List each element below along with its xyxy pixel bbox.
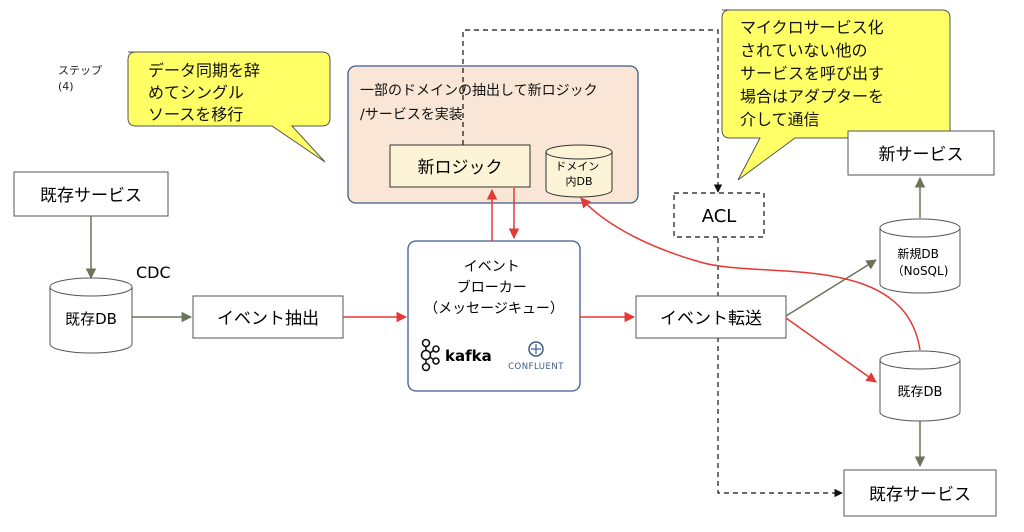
callout-right-line: マイクロサービス化 xyxy=(740,18,884,37)
existing-db-left-label: 既存DB xyxy=(65,310,117,328)
acl-box[interactable] xyxy=(673,192,765,238)
callout-right-line: されていない他の xyxy=(740,41,868,60)
domain-db-label-line: ドメイン xyxy=(555,160,599,173)
event-transfer-label: イベント転送 xyxy=(660,309,762,329)
domain-db-label: ドメイン 内DB xyxy=(555,160,603,188)
arrow-transfer-to-existing-db xyxy=(785,317,877,383)
confluent-logo-icon xyxy=(528,341,544,357)
broker-label-line: （メッセージキュー） xyxy=(424,301,564,317)
step-label: ステップ (4) xyxy=(58,64,106,93)
callout-left-text: データ同期を辞 めてシングル ソースを移行 xyxy=(148,61,265,124)
new-service-box[interactable] xyxy=(847,130,995,176)
event-extract-label: イベント抽出 xyxy=(217,309,319,329)
new-db-cylinder[interactable] xyxy=(879,218,961,294)
existing-db-right-cylinder[interactable] xyxy=(879,350,961,422)
domain-db-cylinder[interactable] xyxy=(545,144,613,198)
arrow-transfer-to-new-db xyxy=(785,259,877,317)
new-db-label-line: （NoSQL) xyxy=(892,264,949,278)
domain-db-label-line: 内DB xyxy=(565,174,592,188)
new-logic-label: 新ロジック xyxy=(418,158,503,178)
event-extract-box[interactable] xyxy=(192,295,344,339)
new-logic-box[interactable] xyxy=(389,144,531,188)
step-label-line: (4) xyxy=(58,80,74,93)
existing-service-top-box[interactable] xyxy=(13,171,169,217)
callout-left-line: ソースを移行 xyxy=(148,105,243,124)
new-db-label: 新規DB （NoSQL) xyxy=(892,246,949,278)
new-db-label-line: 新規DB xyxy=(897,246,938,261)
callout-right-line: 介して通信 xyxy=(740,110,820,129)
callout-right-text: マイクロサービス化 されていない他の サービスを呼び出す 場合はアダプターを 介… xyxy=(740,18,889,129)
kafka-logo-text: kafka xyxy=(445,347,492,365)
dashed-link-to-acl xyxy=(462,29,723,193)
broker-label-line: イベント xyxy=(464,259,520,275)
existing-service-bottom-label: 既存サービス xyxy=(869,485,971,505)
kafka-logo-icon xyxy=(420,338,440,372)
callout-right-line: サービスを呼び出す xyxy=(740,64,884,83)
existing-service-bottom-box[interactable] xyxy=(843,469,997,517)
cdc-label: CDC xyxy=(136,263,171,282)
step-label-line: ステップ xyxy=(58,64,102,77)
confluent-logo-text: CONFLUENT xyxy=(508,362,564,372)
acl-label: ACL xyxy=(702,206,737,227)
domain-group-title-line: /サービスを実装 xyxy=(360,107,463,123)
callout-left-line: データ同期を辞 xyxy=(148,61,260,80)
existing-db-left-cylinder[interactable] xyxy=(49,277,133,354)
broker-box[interactable] xyxy=(407,240,581,392)
domain-group-title: 一部のドメインの抽出して新ロジック /サービスを実装 xyxy=(360,83,602,123)
event-transfer-box[interactable] xyxy=(635,295,787,339)
callout-left-bubble xyxy=(127,51,331,163)
broker-label-line: ブローカー xyxy=(457,279,527,296)
broker-label: イベント ブローカー （メッセージキュー） xyxy=(424,259,564,317)
arrow-existing-db-to-domain-db xyxy=(580,197,921,351)
new-service-label: 新サービス xyxy=(879,145,964,165)
callout-right-line: 場合はアダプターを xyxy=(740,87,884,106)
domain-group-title-line: 一部のドメインの抽出して新ロジック xyxy=(360,83,598,99)
dashed-link-acl-to-existing-service xyxy=(717,238,843,498)
existing-service-top-label: 既存サービス xyxy=(40,186,142,206)
existing-db-right-label: 既存DB xyxy=(898,385,943,400)
callout-left-line: めてシングル xyxy=(148,83,244,102)
